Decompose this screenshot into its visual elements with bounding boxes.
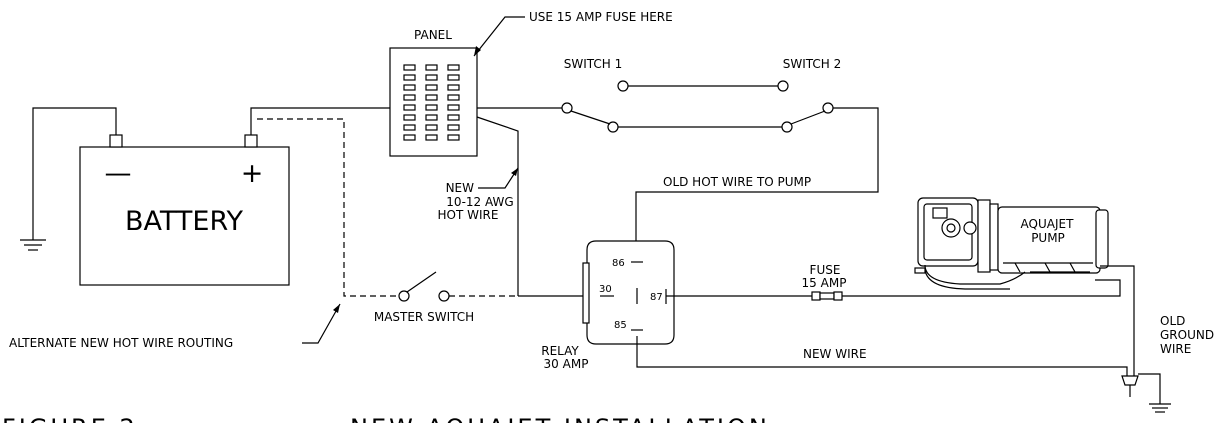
- master-switch-label: MASTER SWITCH: [374, 310, 474, 324]
- new-wire-leader: [478, 167, 519, 189]
- panel-label: PANEL: [414, 28, 452, 42]
- master-switch: [398, 271, 450, 302]
- fuse-slot: [425, 134, 438, 141]
- fuse-slot: [447, 104, 460, 111]
- ground-label-3: WIRE: [1160, 342, 1191, 356]
- fuse-slot: [447, 74, 460, 81]
- switch-2-label: SWITCH 2: [783, 57, 842, 71]
- fuse-slot: [425, 84, 438, 91]
- alternate-arrowhead: [333, 304, 340, 313]
- new-wire-label-1: NEW: [446, 181, 475, 195]
- fuse-to-pump-wire: [842, 279, 1121, 297]
- new-wire-label-2: 10-12 AWG: [446, 195, 513, 209]
- ground-connector: [1121, 375, 1139, 397]
- negative-terminal: [109, 134, 123, 148]
- fuse-slot: [403, 94, 416, 101]
- switch-1-label: SWITCH 1: [564, 57, 623, 71]
- fuse-slot: [447, 124, 460, 131]
- pump-label-1: AQUAJET: [1021, 217, 1075, 231]
- aquajet-pump: [914, 197, 1109, 290]
- fuse-slot: [425, 114, 438, 121]
- fuse-slot: [447, 134, 460, 141]
- battery: — + BATTERY: [79, 134, 290, 286]
- alternate-hot-wire-routing: [257, 118, 400, 297]
- fuse-slot: [447, 64, 460, 71]
- fuse-slot: [403, 84, 416, 91]
- fuse-slot: [403, 64, 416, 71]
- battery-to-panel-wire: [250, 107, 390, 135]
- pin-87-label: 87: [650, 292, 663, 303]
- ground-label-1: OLD: [1160, 314, 1185, 328]
- fuse-slot: [425, 94, 438, 101]
- alternate-routing-label: ALTERNATE NEW HOT WIRE ROUTING: [9, 336, 233, 350]
- chassis-ground-symbol: [1149, 403, 1171, 413]
- pin-86-label: 86: [612, 258, 625, 269]
- fuse-slot: [447, 84, 460, 91]
- pump-ground-wire: [1100, 265, 1135, 376]
- new-hot-wire: [476, 116, 519, 296]
- ground-label-2: GROUND: [1160, 328, 1214, 342]
- new-wire-label-3: HOT WIRE: [438, 208, 499, 222]
- fuse-slot: [403, 134, 416, 141]
- old-hot-wire: [635, 107, 879, 256]
- battery-ground-wire: [32, 107, 117, 240]
- battery-ground-symbol: [20, 239, 46, 251]
- fuse-note-leader: [473, 16, 525, 57]
- relay-label-1: RELAY: [541, 344, 579, 358]
- fuse-label-1: FUSE: [810, 263, 841, 277]
- pin-85-label: 85: [614, 320, 627, 331]
- switch-2: [777, 80, 834, 133]
- fuse-slot: [425, 64, 438, 71]
- battery-label: BATTERY: [125, 206, 244, 237]
- old-hot-wire-label: OLD HOT WIRE TO PUMP: [663, 175, 811, 189]
- relay-label-2: 30 AMP: [544, 357, 589, 371]
- fuse-slot: [425, 74, 438, 81]
- new-wire-label: NEW WIRE: [803, 347, 867, 361]
- new-ground-wire: [636, 336, 1128, 376]
- fuse-slot: [447, 114, 460, 121]
- fuse-slot: [447, 94, 460, 101]
- battery-positive-sign: +: [241, 158, 264, 189]
- alternate-leader: [302, 303, 341, 344]
- fuse-slot: [403, 104, 416, 111]
- pin-30-label: 30: [599, 284, 612, 295]
- fuse-slot: [425, 124, 438, 131]
- inline-fuse: [811, 291, 843, 301]
- fuse-slot: [403, 114, 416, 121]
- switch-1: [561, 80, 629, 133]
- fuse-slot: [425, 104, 438, 111]
- fuse-slot: [403, 74, 416, 81]
- fuse-note-arrowhead: [474, 46, 481, 56]
- figure-title: NEW AQUAJET INSTALLATION: [350, 414, 770, 423]
- fuse-note-label: USE 15 AMP FUSE HERE: [529, 10, 673, 24]
- old-ground-wire: [1138, 373, 1161, 404]
- relay: [582, 240, 675, 345]
- pump-label-2: PUMP: [1031, 231, 1065, 245]
- figure-number: FIGURE 2: [2, 414, 138, 423]
- fuse-panel: [389, 47, 478, 157]
- fuse-slot: [403, 124, 416, 131]
- new-wire-arrowhead: [511, 168, 518, 176]
- positive-terminal: [244, 134, 258, 148]
- fuse-label-2: 15 AMP: [802, 276, 847, 290]
- battery-negative-sign: —: [105, 158, 132, 189]
